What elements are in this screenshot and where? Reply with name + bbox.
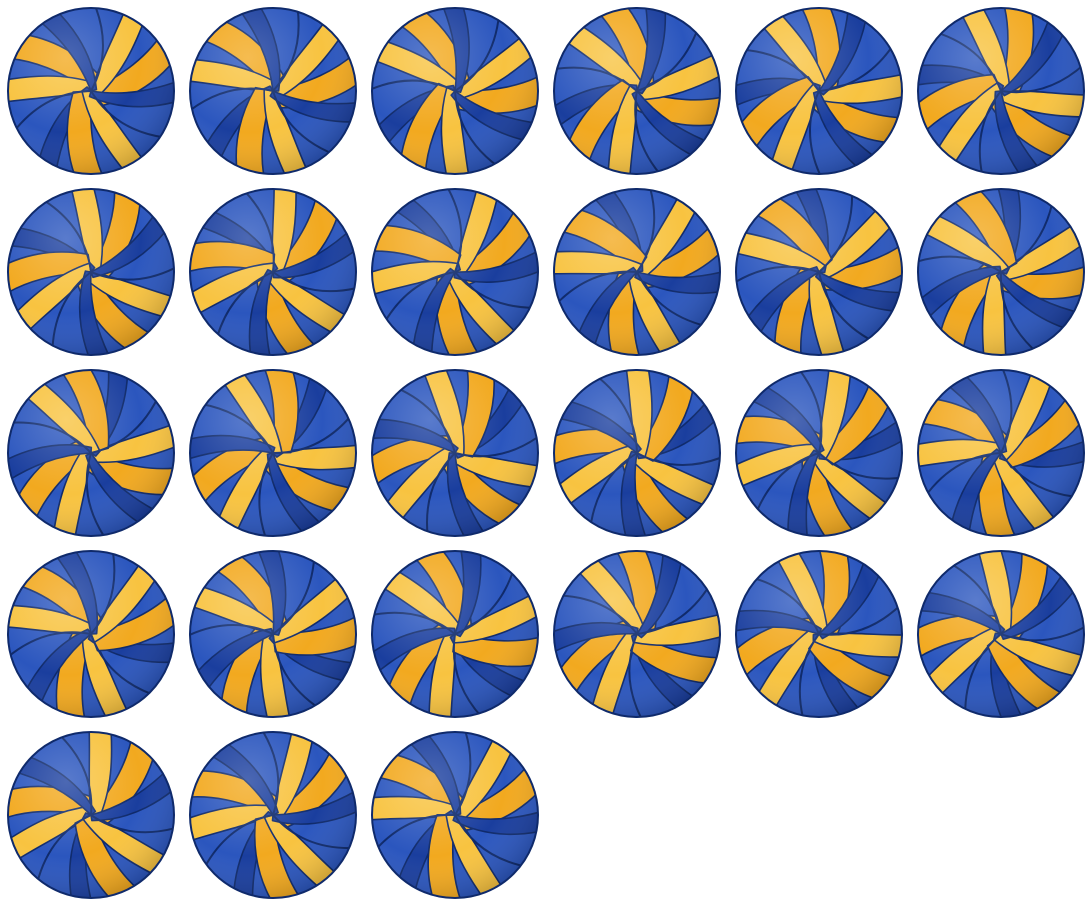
volleyball-icon <box>371 188 539 356</box>
ball-outline <box>917 550 1085 718</box>
volleyball-frame <box>913 546 1089 722</box>
volleyball-icon <box>7 731 175 899</box>
volleyball-icon <box>735 550 903 718</box>
volleyball-frame <box>367 184 543 360</box>
ball-outline <box>7 369 175 537</box>
volleyball-icon <box>553 7 721 175</box>
ball-outline <box>371 7 539 175</box>
volleyball-frame <box>185 365 361 541</box>
volleyball-frame <box>185 727 361 903</box>
volleyball-icon <box>735 7 903 175</box>
ball-outline <box>189 369 357 537</box>
ball-outline <box>371 550 539 718</box>
ball-outline <box>189 188 357 356</box>
volleyball-icon <box>735 369 903 537</box>
ball-outline <box>7 188 175 356</box>
volleyball-icon <box>553 188 721 356</box>
ball-outline <box>917 7 1085 175</box>
volleyball-frame <box>3 546 179 722</box>
ball-outline <box>189 731 357 899</box>
volleyball-icon <box>7 369 175 537</box>
ball-outline <box>553 550 721 718</box>
volleyball-icon <box>189 7 357 175</box>
volleyball-icon <box>553 550 721 718</box>
volleyball-icon <box>7 188 175 356</box>
volleyball-icon <box>189 731 357 899</box>
volleyball-frame <box>549 184 725 360</box>
volleyball-frame <box>185 3 361 179</box>
volleyball-icon <box>371 369 539 537</box>
volleyball-frame <box>3 727 179 903</box>
volleyball-frame <box>185 546 361 722</box>
ball-outline <box>735 550 903 718</box>
volleyball-frame <box>913 365 1089 541</box>
volleyball-frame <box>731 546 907 722</box>
ball-outline <box>371 731 539 899</box>
volleyball-icon <box>7 7 175 175</box>
volleyball-icon <box>917 550 1085 718</box>
ball-outline <box>189 7 357 175</box>
volleyball-icon <box>189 550 357 718</box>
volleyball-icon <box>553 369 721 537</box>
volleyball-frame <box>549 546 725 722</box>
volleyball-icon <box>371 731 539 899</box>
ball-outline <box>917 369 1085 537</box>
ball-outline <box>553 369 721 537</box>
ball-outline <box>553 188 721 356</box>
volleyball-frame <box>367 546 543 722</box>
ball-outline <box>917 188 1085 356</box>
volleyball-frame <box>731 184 907 360</box>
ball-outline <box>7 7 175 175</box>
volleyball-icon <box>735 188 903 356</box>
volleyball-icon <box>189 188 357 356</box>
volleyball-icon <box>917 188 1085 356</box>
volleyball-frame <box>549 365 725 541</box>
volleyball-icon <box>917 369 1085 537</box>
ball-outline <box>735 7 903 175</box>
volleyball-icon <box>371 7 539 175</box>
volleyball-icon <box>189 369 357 537</box>
ball-outline <box>735 369 903 537</box>
ball-outline <box>189 550 357 718</box>
volleyball-frame <box>549 3 725 179</box>
ball-outline <box>7 550 175 718</box>
ball-outline <box>371 188 539 356</box>
ball-outline <box>371 369 539 537</box>
volleyball-icon <box>917 7 1085 175</box>
ball-outline <box>7 731 175 899</box>
ball-outline <box>553 7 721 175</box>
volleyball-frame <box>731 365 907 541</box>
volleyball-frame <box>913 184 1089 360</box>
volleyball-frame <box>367 365 543 541</box>
volleyball-frame <box>367 727 543 903</box>
volleyball-frame <box>3 3 179 179</box>
volleyball-frame <box>185 184 361 360</box>
volleyball-frame <box>367 3 543 179</box>
volleyball-frame <box>913 3 1089 179</box>
volleyball-frame <box>3 365 179 541</box>
volleyball-frame <box>3 184 179 360</box>
volleyball-icon <box>7 550 175 718</box>
volleyball-frame <box>731 3 907 179</box>
ball-outline <box>735 188 903 356</box>
volleyball-icon <box>371 550 539 718</box>
